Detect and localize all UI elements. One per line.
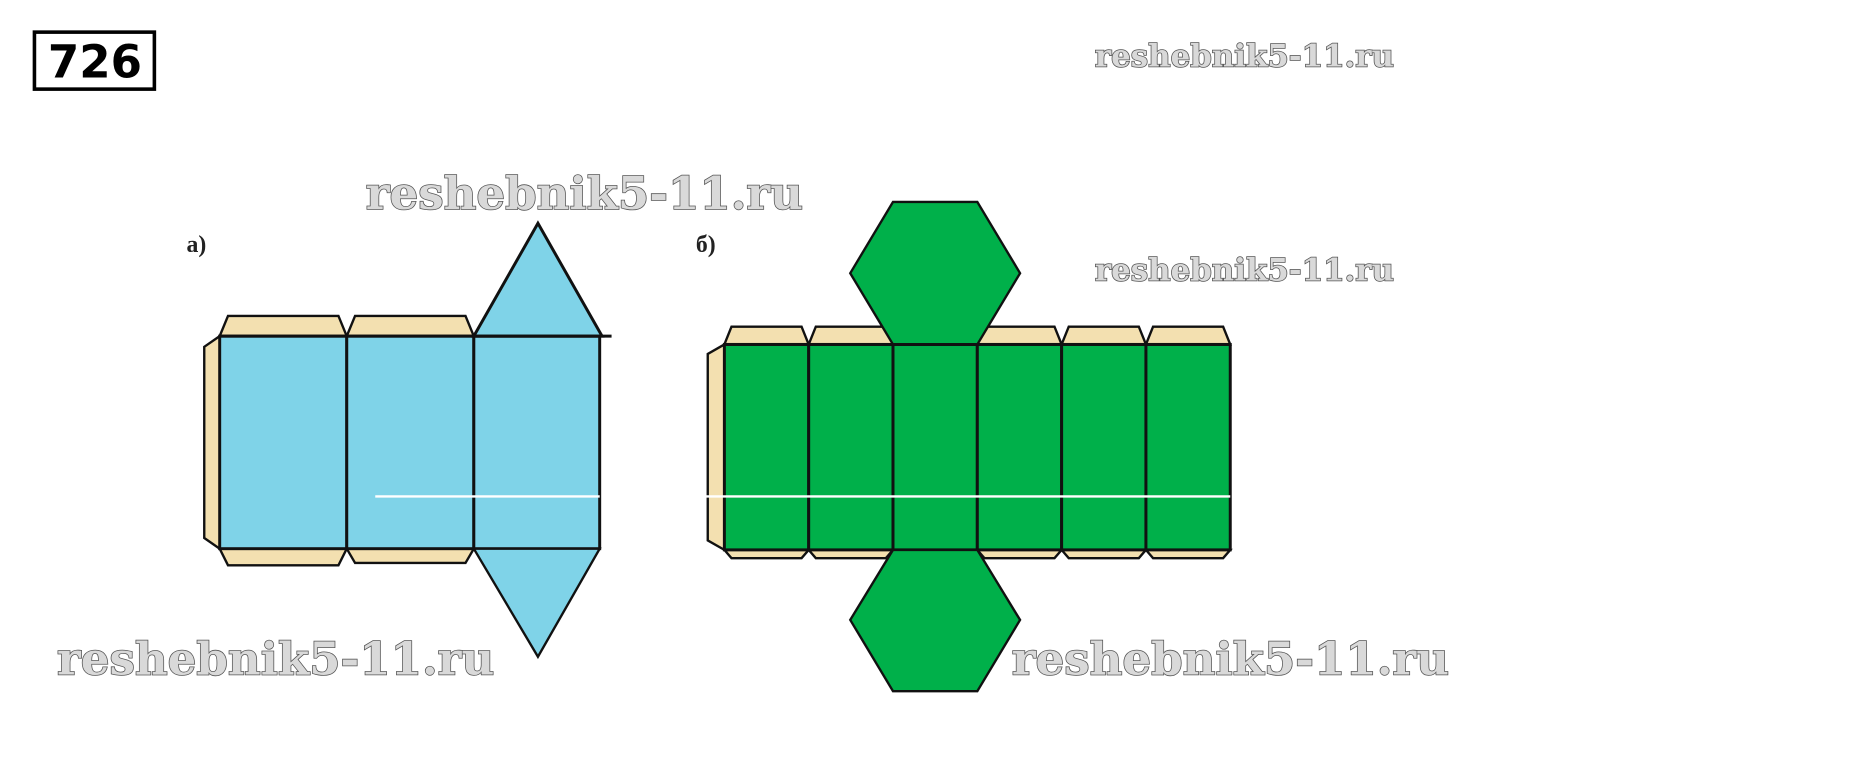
glue-tab-left [203, 333, 221, 551]
watermark: reshebnik5-11.ru [57, 633, 494, 686]
glue-tab-top [1144, 325, 1233, 346]
glue-tab-top [806, 325, 895, 346]
watermark: reshebnik5-11.ru [1095, 252, 1394, 288]
lateral-face [807, 342, 895, 552]
lateral-face [218, 334, 349, 551]
label-a: а) [186, 232, 206, 258]
hexagon-base-top [848, 200, 1022, 346]
watermark: reshebnik5-11.ru [1012, 633, 1449, 686]
triangle-base-bottom [471, 547, 602, 660]
lateral-face [1144, 342, 1232, 552]
net-a-triangular-prism [203, 220, 612, 660]
problem-number-box: 726 [32, 30, 157, 91]
glue-tab-top [1059, 325, 1148, 346]
lateral-face [472, 334, 602, 551]
lateral-face [1060, 342, 1148, 552]
watermark: reshebnik5-11.ru [366, 167, 803, 220]
glue-tab-bottom [344, 547, 476, 565]
glue-tab-top [975, 325, 1064, 346]
glue-tab-left [706, 342, 726, 552]
glue-tab-top [217, 314, 349, 338]
lateral-face [975, 342, 1064, 552]
glue-tab-top [344, 314, 476, 338]
watermark: reshebnik5-11.ru [1095, 39, 1394, 75]
label-b: б) [696, 232, 716, 258]
problem-number: 726 [48, 35, 142, 88]
net-b-hexagonal-prism [703, 200, 1233, 693]
lateral-face [722, 342, 811, 552]
glue-tab-bottom [217, 547, 349, 567]
lateral-face [345, 334, 476, 551]
glue-tab-top [722, 325, 811, 346]
lateral-face [891, 342, 979, 552]
hexagon-base-bottom [848, 548, 1022, 693]
triangle-base-top [471, 220, 605, 338]
